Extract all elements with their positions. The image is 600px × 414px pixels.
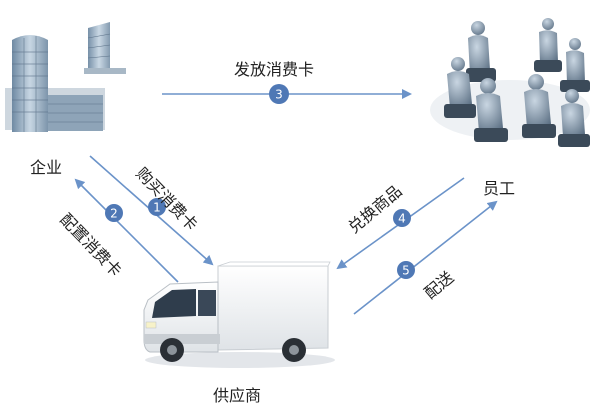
edge-label-3: 发放消费卡 (234, 60, 315, 79)
edge-5-arrow (353, 200, 498, 315)
office-building-icon (5, 22, 126, 132)
step-number: 4 (398, 212, 406, 226)
node-label-staff: 员工 (483, 179, 516, 198)
delivery-truck-icon (143, 261, 335, 368)
step-badge-2: 2 (105, 204, 123, 222)
step-badge-4: 4 (393, 209, 411, 227)
step-badge-5: 5 (397, 261, 415, 279)
node-label-supplier: 供应商 (213, 386, 262, 405)
step-number: 5 (402, 264, 410, 278)
step-number: 2 (110, 207, 118, 221)
step-badge-1: 1 (148, 198, 166, 216)
step-number: 3 (275, 88, 283, 102)
node-label-enterprise: 企业 (30, 158, 63, 177)
meeting-people-icon (430, 18, 590, 147)
edge-2-arrow (74, 178, 179, 283)
step-number: 1 (153, 201, 161, 215)
step-badge-3: 3 (269, 84, 289, 104)
